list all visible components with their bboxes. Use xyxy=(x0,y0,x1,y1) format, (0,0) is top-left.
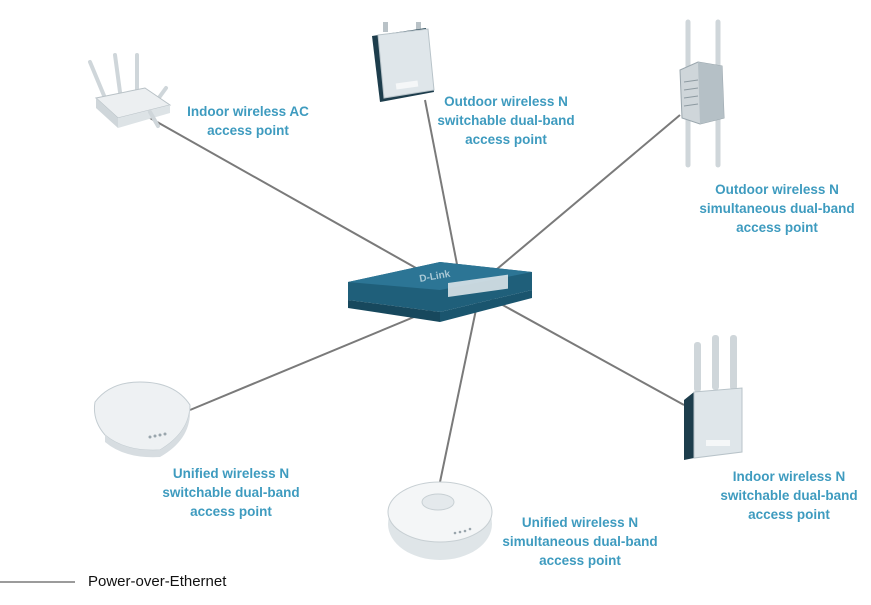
label-line: access point xyxy=(539,553,621,568)
label-line: access point xyxy=(207,123,289,138)
label-line: switchable dual-band xyxy=(720,488,858,503)
label-line: simultaneous dual-band xyxy=(699,201,855,216)
label-line: Indoor wireless AC xyxy=(187,104,309,119)
label-line: access point xyxy=(736,220,818,235)
label-line: access point xyxy=(190,504,272,519)
link-unified-simultaneous xyxy=(439,299,479,483)
link-indoor-ac xyxy=(149,117,456,291)
label-line: Outdoor wireless N xyxy=(715,182,839,197)
poe-links xyxy=(149,99,685,483)
indoor-switchable-ap-icon xyxy=(684,335,743,460)
label-indoor-switchable: Indoor wireless N switchable dual-band a… xyxy=(706,467,871,524)
unified-simultaneous-ap-icon xyxy=(387,481,493,560)
label-unified-simultaneous: Unified wireless N simultaneous dual-ban… xyxy=(492,513,668,570)
link-unified-switchable xyxy=(189,299,456,411)
label-line: Unified wireless N xyxy=(172,466,290,481)
label-line: simultaneous dual-band xyxy=(502,534,658,549)
label-unified-switchable: Unified wireless N switchable dual-band … xyxy=(148,464,314,521)
outdoor-simultaneous-ap-icon xyxy=(679,19,725,168)
label-line: Outdoor wireless N xyxy=(444,94,568,109)
outdoor-switchable-ap-icon xyxy=(372,22,435,102)
label-line: switchable dual-band xyxy=(162,485,300,500)
unified-switchable-ap-icon xyxy=(94,381,191,458)
indoor-ac-ap-icon xyxy=(88,53,172,128)
label-outdoor-switchable: Outdoor wireless N switchable dual-band … xyxy=(420,92,592,149)
label-indoor-ac: Indoor wireless AC access point xyxy=(178,102,318,140)
poe-switch: D-Link xyxy=(348,262,532,322)
label-line: Indoor wireless N xyxy=(732,469,846,484)
legend-label: Power-over-Ethernet xyxy=(88,573,227,590)
label-line: access point xyxy=(465,132,547,147)
label-line: access point xyxy=(748,507,830,522)
switch-brand: D-Link xyxy=(419,269,452,285)
label-line: switchable dual-band xyxy=(437,113,575,128)
label-outdoor-simultaneous: Outdoor wireless N simultaneous dual-ban… xyxy=(686,180,868,237)
link-outdoor-switchable xyxy=(424,99,463,291)
link-indoor-switchable xyxy=(489,297,685,406)
label-line: Unified wireless N xyxy=(521,515,639,530)
link-outdoor-simultaneous xyxy=(477,114,681,286)
